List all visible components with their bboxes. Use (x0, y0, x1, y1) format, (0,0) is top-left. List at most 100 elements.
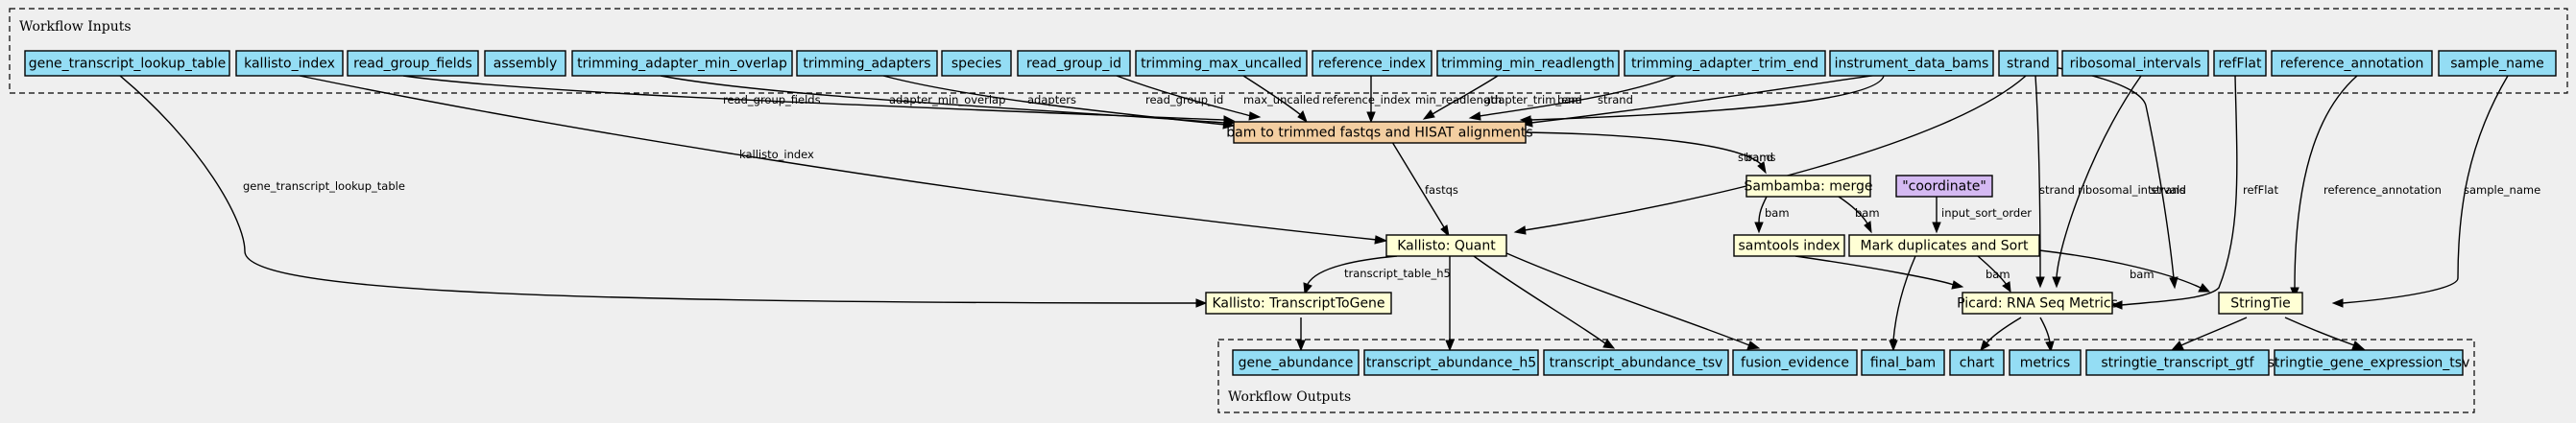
input-node-read-group-id[interactable]: read_group_id (1017, 50, 1131, 77)
node-label: Kallisto: Quant (1397, 239, 1496, 254)
node-box (1017, 50, 1131, 77)
edge-adapter-trim-end: adapter_trim_end (1468, 75, 1676, 121)
node-label: trimming_min_readlength (1441, 57, 1615, 72)
node-label: refFlat (2218, 57, 2262, 72)
step-node-mark-duplicates-and-sort[interactable]: Mark duplicates and Sort (1848, 234, 2040, 257)
node-label: bam to trimmed fastqs and HISAT alignmen… (1226, 126, 1532, 141)
edge-picard-to-metrics (2039, 317, 2055, 353)
input-node-gene-transcript-lookup-table[interactable]: gene_transcript_lookup_table (24, 50, 230, 77)
edge-kallisto-index: kallisto_index (299, 75, 1388, 245)
node-box (1829, 50, 1994, 77)
input-node-kallisto-index[interactable]: kallisto_index (235, 50, 344, 77)
output-node-fusion-evidence[interactable]: fusion_evidence (1732, 349, 1858, 376)
node-box (1205, 292, 1392, 315)
step-node-picard-rnaseq-metrics[interactable]: Picard: RNA Seq Metrics (1957, 292, 2118, 315)
input-node-trimming-min-readlength[interactable]: trimming_min_readlength (1436, 50, 1620, 77)
step-node-stringtie[interactable]: StringTie (2218, 292, 2303, 315)
edge-label: strand (1598, 93, 1633, 106)
input-node-refflat[interactable]: refFlat (2213, 50, 2267, 77)
node-label: stringtie_transcript_gtf (2101, 356, 2254, 371)
edge-input-sort-order: input_sort_order (1932, 197, 2032, 234)
node-box (1861, 349, 1945, 376)
param-node-coordinate[interactable]: "coordinate" (1895, 175, 1993, 198)
node-box (1895, 175, 1993, 198)
step-node-kallisto-transcript-to-gene[interactable]: Kallisto: TranscriptToGene (1205, 292, 1392, 315)
node-box (1543, 349, 1729, 376)
output-node-final-bam[interactable]: final_bam (1861, 349, 1945, 376)
node-label: Picard: RNA Seq Metrics (1957, 296, 2118, 312)
edge-kallisto-to-abundance-tsv (1473, 255, 1616, 349)
edge-instrument-data-bams: bam (1519, 75, 1885, 125)
edge-label: bam (1765, 206, 1790, 220)
input-node-species[interactable]: species (941, 50, 1012, 77)
edge-label: bam (2130, 268, 2155, 281)
output-node-gene-abundance[interactable]: gene_abundance (1232, 349, 1360, 376)
edge-label: transcript_table_h5 (1344, 267, 1451, 280)
edge-mark-dup-to-final-bam (1889, 255, 1916, 352)
node-label: stringtie_gene_expression_tsv (2268, 356, 2470, 371)
node-label: gene_transcript_lookup_table (29, 57, 227, 72)
node-label: trimming_adapters (803, 57, 930, 72)
input-node-reference-annotation[interactable]: reference_annotation (2271, 50, 2433, 77)
node-box (1745, 175, 1871, 198)
input-node-assembly[interactable]: assembly (484, 50, 566, 77)
edge-samtools-to-picard (1794, 255, 1964, 290)
edge-stringtie-to-gtf (2171, 317, 2248, 350)
node-box (796, 50, 938, 77)
edge-label: strand (2151, 183, 2186, 197)
node-label: transcript_abundance_tsv (1550, 356, 1723, 371)
input-node-trimming-max-uncalled[interactable]: trimming_max_uncalled (1135, 50, 1308, 77)
node-label: reference_index (1318, 57, 1426, 72)
output-node-metrics[interactable]: metrics (2009, 349, 2082, 376)
node-label: Kallisto: TranscriptToGene (1212, 296, 1384, 312)
edge-gene-transcript-lookup-table: gene_transcript_lookup_table (119, 75, 1208, 308)
node-box (2085, 349, 2270, 376)
output-node-transcript-abundance-tsv[interactable]: transcript_abundance_tsv (1543, 349, 1729, 376)
step-node-bam-to-trimmed[interactable]: bam to trimmed fastqs and HISAT alignmen… (1226, 121, 1533, 144)
edge-label: bam (1855, 206, 1880, 220)
node-label: chart (1960, 356, 1995, 371)
output-node-transcript-abundance-h5[interactable]: transcript_abundance_h5 (1363, 349, 1539, 376)
edge-read-group-fields: read_group_fields (402, 75, 1236, 125)
edge-kallisto-to-transcript-to-gene: transcript_table_h5 (1303, 255, 1451, 295)
node-box (2061, 50, 2209, 77)
edge-label: max_uncalled (1243, 93, 1320, 106)
node-label: species (951, 57, 1001, 72)
output-node-stringtie-gene-expression-tsv[interactable]: stringtie_gene_expression_tsv (2268, 349, 2470, 376)
node-box (1848, 234, 2040, 257)
edges: gene_transcript_lookup_table kallisto_in… (119, 60, 2540, 353)
input-node-trimming-adapters[interactable]: trimming_adapters (796, 50, 938, 77)
edge-label: strand (1738, 151, 1773, 164)
input-node-read-group-fields[interactable]: read_group_fields (347, 50, 479, 77)
edge-mark-dup-to-picard: bam (1977, 255, 2011, 294)
input-node-strand[interactable]: strand (1998, 50, 2058, 77)
input-node-reference-index[interactable]: reference_index (1312, 50, 1432, 77)
input-node-trimming-adapter-min-overlap[interactable]: trimming_adapter_min_overlap (571, 50, 793, 77)
step-node-kallisto-quant[interactable]: Kallisto: Quant (1385, 234, 1507, 257)
node-box (24, 50, 230, 77)
input-node-instrument-data-bams[interactable]: instrument_data_bams (1829, 50, 1994, 77)
edge-refflat: refFlat (2110, 75, 2278, 310)
node-box (1312, 50, 1432, 77)
edge-label: reference_annotation (2323, 183, 2442, 197)
node-label: sample_name (2450, 57, 2544, 72)
node-label: gene_abundance (1239, 356, 1354, 371)
output-node-stringtie-transcript-gtf[interactable]: stringtie_transcript_gtf (2085, 349, 2270, 376)
node-box (1998, 50, 2058, 77)
output-node-chart[interactable]: chart (1949, 349, 2005, 376)
input-node-ribosomal-intervals[interactable]: ribosomal_intervals (2061, 50, 2209, 77)
step-node-sambamba-merge[interactable]: Sambamba: merge (1744, 175, 1873, 198)
input-node-trimming-adapter-trim-end[interactable]: trimming_adapter_trim_end (1624, 50, 1826, 77)
input-node-sample-name[interactable]: sample_name (2438, 50, 2557, 77)
step-node-samtools-index[interactable]: samtools index (1733, 234, 1845, 257)
node-box (1436, 50, 1620, 77)
edge-strand-to-kallisto-quant: strand (1513, 75, 2027, 235)
edge-picard-to-chart (1980, 317, 2022, 352)
edge-label: adapter_min_overlap (889, 93, 1005, 106)
edge-label: gene_transcript_lookup_table (243, 179, 405, 193)
node-label: instrument_data_bams (1835, 57, 1989, 72)
edge-label: strand (2039, 183, 2075, 197)
node-box (1385, 234, 1507, 257)
node-label: final_bam (1870, 356, 1936, 371)
node-box (2213, 50, 2267, 77)
